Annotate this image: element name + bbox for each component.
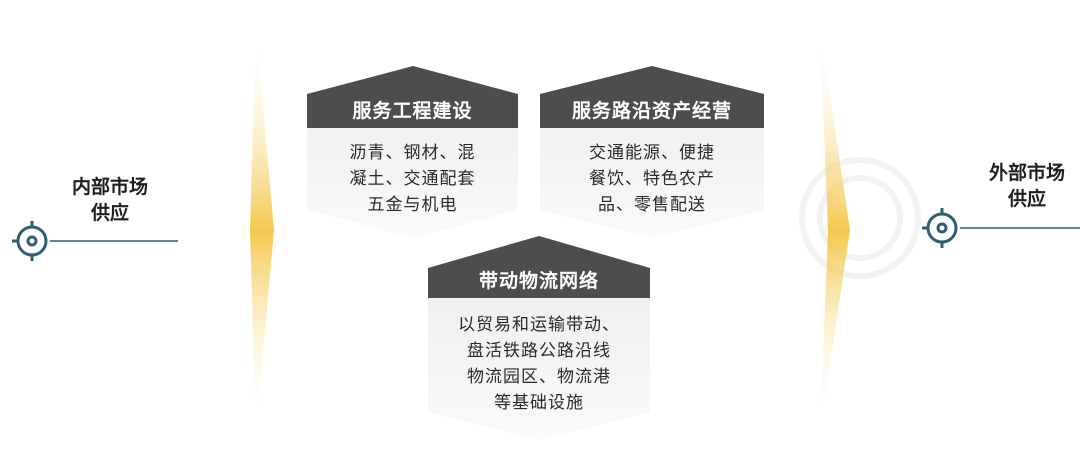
internal-market-supply-label: 内部市场 供应 xyxy=(71,176,148,224)
target-icon xyxy=(12,221,178,261)
gold-separator-left xyxy=(250,28,274,432)
gold-separator-right xyxy=(820,28,850,432)
hexagon-engineering xyxy=(307,66,518,238)
hex-title-asset-operation: 服务路沿资产经营 xyxy=(571,100,732,122)
target-icon xyxy=(922,208,1080,248)
hexagon-asset-operation xyxy=(540,66,764,238)
hex-body-engineering: 沥青、钢材、混 凝土、交通配套 五金与机电 xyxy=(349,143,476,215)
external-market-supply-label: 外部市场 供应 xyxy=(988,162,1065,210)
hex-title-engineering: 服务工程建设 xyxy=(352,100,473,122)
hexagon-logistics xyxy=(428,236,650,440)
hex-title-logistics: 带动物流网络 xyxy=(478,270,599,292)
hex-body-asset-operation: 交通能源、便捷 餐饮、特色农产 品、零售配送 xyxy=(589,143,715,215)
watermark-ring xyxy=(799,157,921,279)
hex-body-logistics: 以贸易和运输带动、 盘活铁路公路沿线 物流园区、物流港 等基础设施 xyxy=(458,315,620,413)
